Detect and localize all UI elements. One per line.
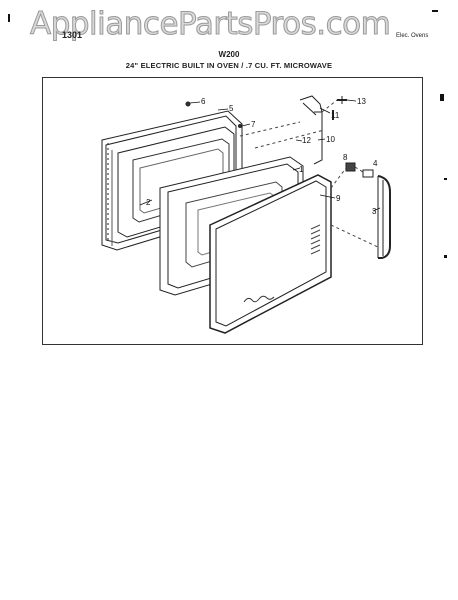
callout-11: 11 xyxy=(331,111,340,120)
part-10-latch-bracket xyxy=(299,95,323,165)
callout-5: 5 xyxy=(229,104,234,113)
page-number: 1301 xyxy=(62,30,83,40)
scan-mark-top-left xyxy=(8,14,10,22)
callout-leaders xyxy=(139,99,381,212)
callout-1: 1 xyxy=(299,165,304,174)
section-label: Elec. Ovens xyxy=(396,33,429,39)
callout-8: 8 xyxy=(343,153,348,162)
part-9-outer-door xyxy=(209,174,332,334)
part-8-spacer xyxy=(345,162,356,172)
callout-6: 6 xyxy=(201,97,206,106)
diagram-subtitle: 24" ELECTRIC BUILT IN OVEN / .7 CU. FT. … xyxy=(125,61,333,70)
part-4-bushing xyxy=(362,169,374,178)
scan-mark-right-2 xyxy=(444,178,447,180)
part-13-screw xyxy=(337,96,347,104)
callout-9: 9 xyxy=(336,194,341,203)
assembly-lines xyxy=(239,99,381,249)
part-7-screw xyxy=(238,124,242,128)
scan-mark-top-right xyxy=(432,10,438,12)
callout-4: 4 xyxy=(373,159,378,168)
callout-12: 12 xyxy=(302,136,311,145)
callout-3: 3 xyxy=(372,207,377,216)
callout-2: 2 xyxy=(146,198,151,207)
callout-10: 10 xyxy=(326,135,335,144)
callout-13: 13 xyxy=(357,97,366,106)
part-6-screw xyxy=(185,101,191,107)
scan-mark-right-1 xyxy=(440,94,444,101)
scan-mark-right-3 xyxy=(444,255,447,258)
watermark: AppliancePartsPros.com xyxy=(29,6,391,43)
diagram-frame xyxy=(42,77,423,345)
model-number: W200 xyxy=(218,50,240,59)
part-3-door-handle xyxy=(377,175,391,259)
callout-7: 7 xyxy=(251,120,256,129)
